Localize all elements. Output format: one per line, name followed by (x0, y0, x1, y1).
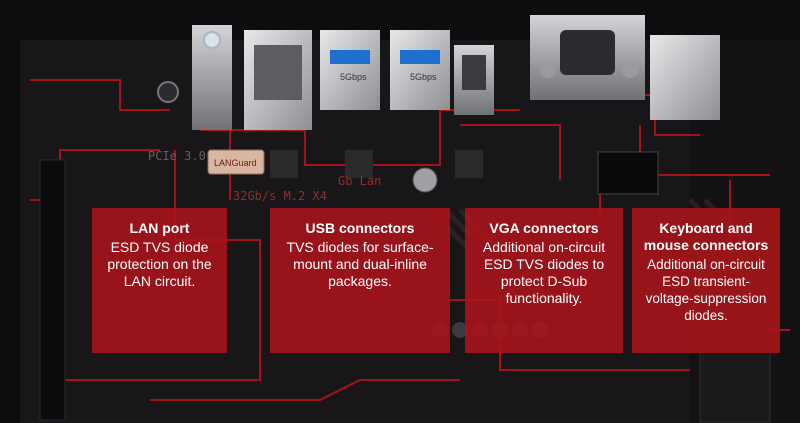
callout-text: Additional on-circuit ESD transient-volt… (645, 257, 767, 323)
vga-connectors-callout: VGA connectors Additional on-circuit ESD… (465, 208, 623, 353)
callout-title: USB connectors (305, 220, 415, 236)
lan-port-callout: LAN port ESD TVS diode protection on the… (92, 208, 227, 353)
callout-text: ESD TVS diode protection on the LAN circ… (107, 239, 212, 289)
keyboard-mouse-connectors-callout: Keyboard and mouse connectors Additional… (632, 208, 780, 353)
capacitor (412, 167, 438, 193)
silk-pcie-label: PCIe 3.0 (148, 149, 206, 163)
usb-chip-3 (455, 150, 483, 178)
callout-text: TVS diodes for surface-mount and dual-in… (286, 239, 434, 289)
ps2-port (650, 35, 720, 120)
vga-screw-left-icon (540, 62, 556, 78)
usb-controller-chip (270, 150, 298, 178)
pcie-slot (39, 159, 66, 421)
lan-port-opening (254, 45, 302, 100)
usb-port-2 (390, 30, 450, 110)
audio-jack-port-icon (203, 31, 221, 49)
usb-port-1-label: 5Gbps (340, 72, 367, 82)
usb-chip-2 (345, 150, 373, 178)
usb-port-1-tongue (330, 50, 370, 64)
callout-text: Additional on-circuit ESD TVS diodes to … (482, 239, 606, 306)
callout-title: LAN port (129, 220, 190, 236)
callout-title: VGA connectors (489, 220, 599, 236)
vga-screw-right-icon (622, 62, 638, 78)
hdmi-port-opening (462, 55, 486, 90)
callout-title: Keyboard and mouse connectors (643, 220, 769, 253)
languard-chip-label: LANGuard (214, 158, 257, 168)
cpu-power-connector (597, 151, 659, 195)
silk-m2-label: 32Gb/s M.2 X4 (233, 189, 327, 203)
languard-chip (207, 149, 265, 175)
mounting-hole (157, 81, 179, 103)
usb-connectors-callout: USB connectors TVS diodes for surface-mo… (270, 208, 450, 353)
vga-port-opening (560, 30, 615, 75)
usb-port-2-tongue (400, 50, 440, 64)
usb-port-1 (320, 30, 380, 110)
usb-port-2-label: 5Gbps (410, 72, 437, 82)
silk-lan-label: Gb Lan (338, 174, 381, 188)
